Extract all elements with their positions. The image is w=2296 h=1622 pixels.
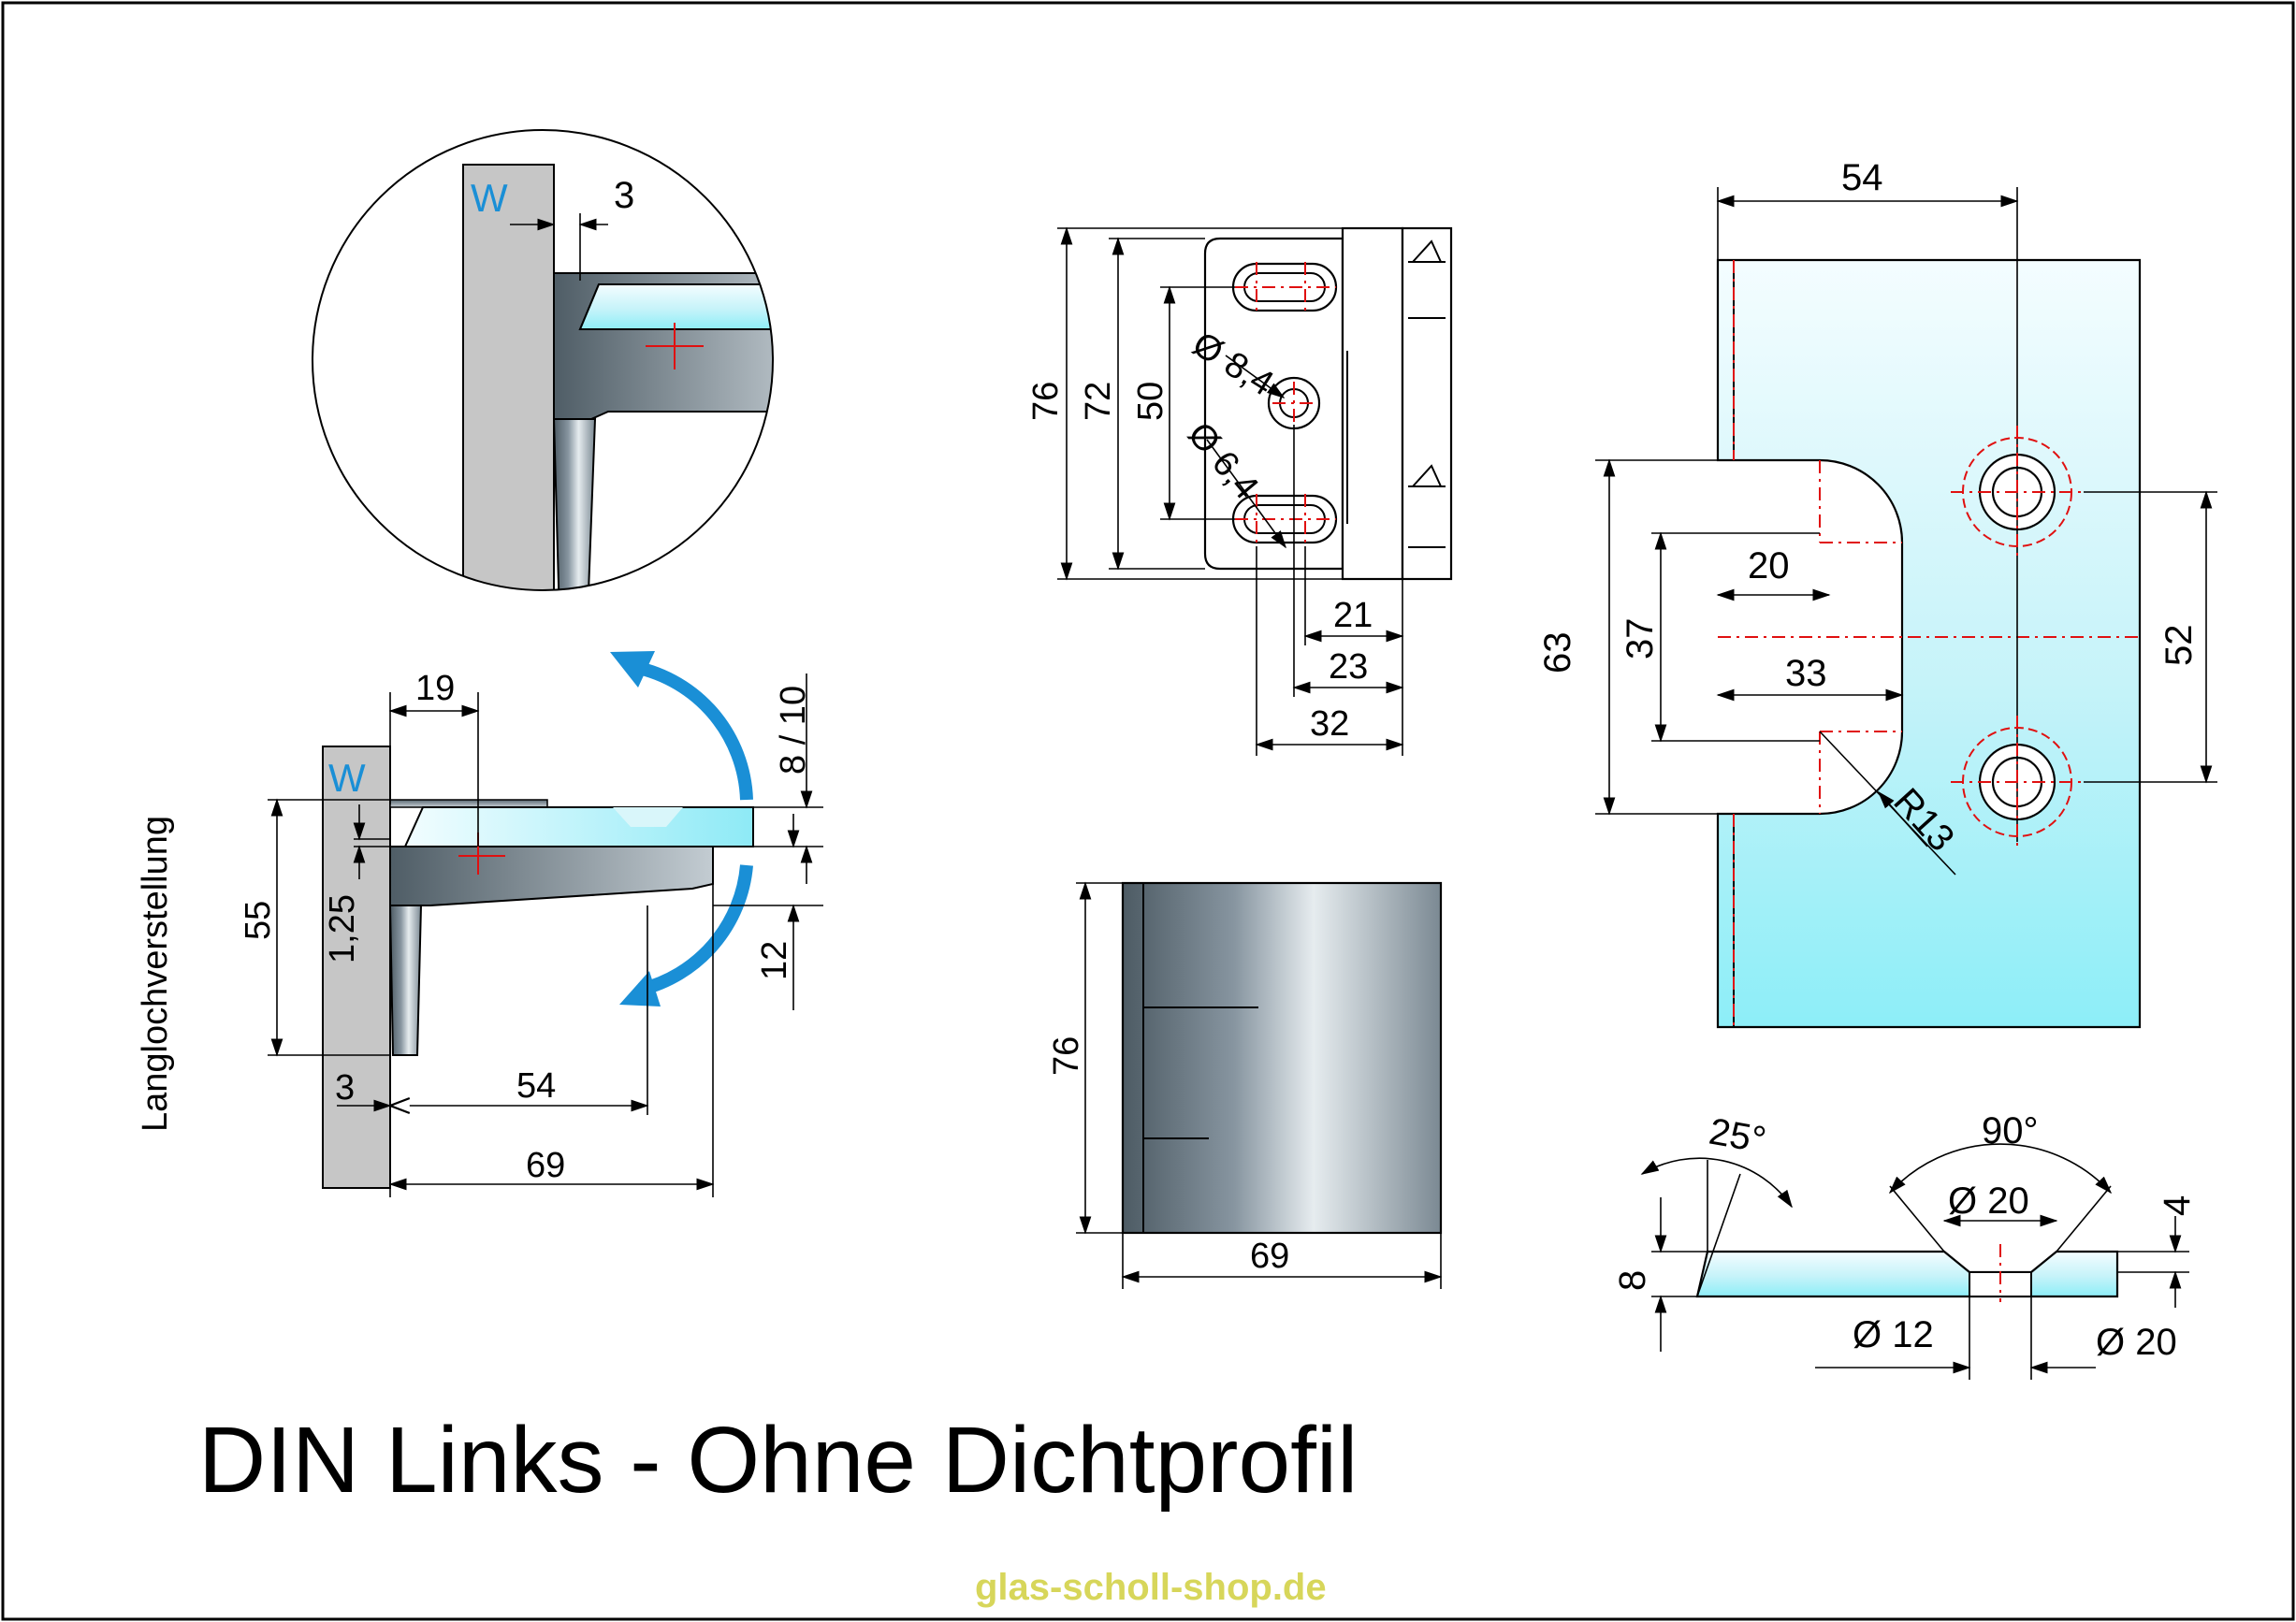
dim-3: 3 <box>335 1068 355 1108</box>
detail-circle-view: W 3 <box>312 129 774 591</box>
dim-32: 32 <box>1310 704 1349 744</box>
hinge-leg <box>552 418 597 590</box>
rotation-arrows <box>610 651 753 1007</box>
dim-21: 21 <box>1333 596 1373 635</box>
hinge-arm <box>389 846 714 906</box>
dim-dia-12: Ø 12 <box>1853 1314 1934 1355</box>
dim-23: 23 <box>1329 647 1368 687</box>
detail-gap-dim: 3 <box>614 175 634 216</box>
dim-55: 55 <box>239 901 278 940</box>
glass-cutout-view: 54 63 37 20 33 52 R13 <box>1537 157 2217 1029</box>
block-view: 76 69 <box>1047 881 1443 1289</box>
wall-section <box>322 746 391 1189</box>
rotate-down-arrow-icon <box>619 971 661 1007</box>
dim-dia-20-bottom: Ø 20 <box>2096 1322 2177 1363</box>
dim-52: 52 <box>2158 625 2200 667</box>
wall-marker: W <box>471 176 508 220</box>
dim-angle-90: 90° <box>1982 1110 2039 1151</box>
dim-69: 69 <box>526 1146 565 1185</box>
dim-8-10: 8 / 10 <box>774 686 813 775</box>
dim-63: 63 <box>1537 632 1578 674</box>
section-view: 25° 90° Ø 20 4 8 Ø 12 Ø 20 <box>1612 1110 2198 1380</box>
side-label: Langlochverstellung <box>136 816 175 1132</box>
dim-33: 33 <box>1785 653 1827 694</box>
wall-marker: W <box>328 756 366 800</box>
plate-view: 76 72 50 Ø 8,4 Ø 6,4 21 23 32 <box>1026 226 1453 756</box>
dim-1-25: 1,25 <box>323 894 362 963</box>
drawing-title: DIN Links - Ohne Dichtprofil <box>198 1408 1358 1513</box>
wall-section <box>462 164 555 590</box>
rotate-up-arrow-icon <box>610 651 655 688</box>
watermark: glas-scholl-shop.de <box>975 1567 1327 1608</box>
dim-76: 76 <box>1047 1036 1086 1076</box>
dim-20: 20 <box>1748 545 1790 587</box>
glass-section <box>1695 1250 2119 1298</box>
dim-8: 8 <box>1612 1270 1653 1291</box>
side-view: W 19 55 1,25 8 / 10 12 <box>239 669 823 1197</box>
dim-50: 50 <box>1131 382 1170 421</box>
hinge-leg <box>388 905 423 1056</box>
dim-37: 37 <box>1620 618 1661 660</box>
hinge-block <box>1121 881 1443 1235</box>
dim-54: 54 <box>1841 157 1883 198</box>
dim-12: 12 <box>755 941 794 980</box>
dim-4: 4 <box>2157 1195 2198 1216</box>
dim-19: 19 <box>415 669 455 708</box>
glass-pane <box>1716 258 2142 1029</box>
dim-dia-20-top: Ø 20 <box>1948 1180 2029 1222</box>
glass-panel-edge <box>578 283 773 330</box>
dim-54: 54 <box>516 1066 556 1106</box>
dim-76: 76 <box>1026 382 1066 421</box>
dim-angle-25: 25° <box>1706 1111 1768 1162</box>
glass-panel <box>403 806 754 847</box>
dim-72: 72 <box>1079 382 1118 421</box>
dim-69: 69 <box>1250 1237 1289 1276</box>
